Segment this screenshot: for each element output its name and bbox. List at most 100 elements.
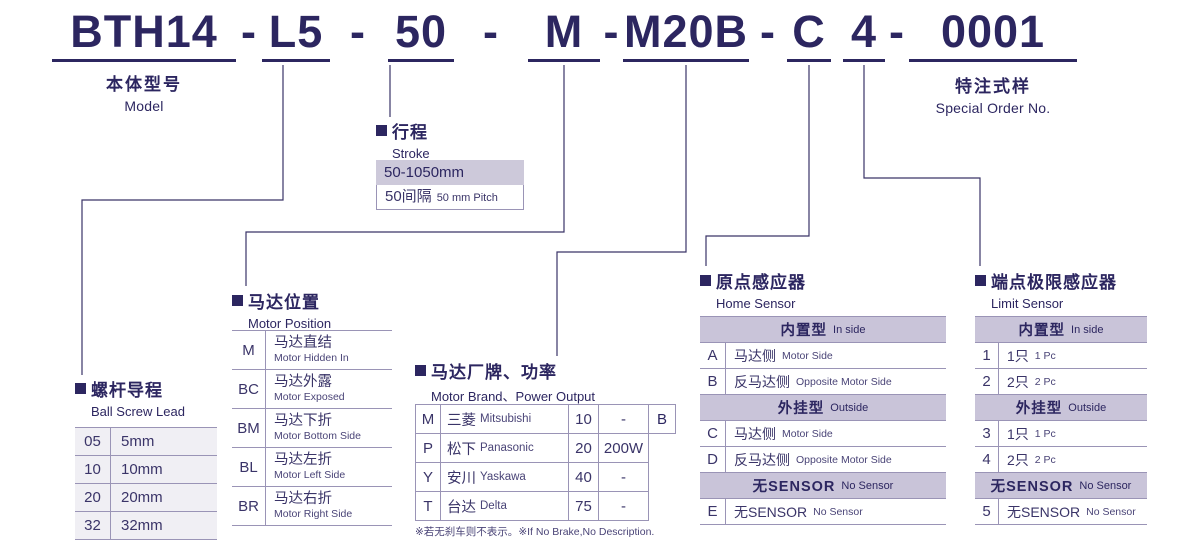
position-code: BL [232,448,266,486]
model-segment-limit-sensor: 4 [843,4,885,62]
home-sensor-title-en: Home Sensor [716,296,796,311]
lead-code: 20 [75,484,111,511]
power-value: - [599,463,649,491]
power-value: - [599,492,649,520]
bullet-square-icon [75,383,86,394]
model-code-separator: - [350,6,366,57]
position-code: BM [232,409,266,447]
position-desc-zh: 马达直结 [274,335,332,351]
bullet-square-icon [700,275,711,286]
stroke-pitch-zh: 50间隔 [385,188,432,205]
lead-value: 10mm [121,461,163,478]
table-row: 05 5mm [75,428,217,456]
brake-option-cell: B [649,404,676,434]
stroke-range: 50-1050mm [376,160,524,185]
sensor-code: C [700,421,726,446]
ball-screw-lead-title-en: Ball Screw Lead [91,404,185,419]
bullet-square-icon [232,295,243,306]
table-row: M 马达直结 Motor Hidden In [232,331,392,370]
motor-position-section-title: 马达位置 Motor Position [232,288,331,331]
motor-brand-section-title: 马达厂牌、功率 Motor Brand、Power Output [415,358,595,405]
special-order-callout-zh: 特注式样 [955,77,1031,96]
home-sensor-section-title: 原点感应器 Home Sensor [700,268,806,311]
limit-sensor-title-en: Limit Sensor [991,296,1064,311]
power-code: 40 [569,463,599,491]
position-desc-zh: 马达右折 [274,491,332,507]
power-value: - [599,405,649,433]
position-code: M [232,331,266,369]
limit-sensor-section-title: 端点极限感应器 Limit Sensor [975,268,1117,311]
position-desc: 马达下折 Motor Bottom Side [266,409,361,447]
lead-code: 05 [75,428,111,455]
power-code: 10 [569,405,599,433]
lead-value: 32mm [121,517,163,534]
motor-brand-title-zh: 马达厂牌、功率 [431,363,557,382]
power-value: 200W [599,434,649,462]
brake-note-en: ※If No Brake,No Description. [518,526,655,538]
table-row: BM 马达下折 Motor Bottom Side [232,409,392,448]
position-code: BR [232,487,266,525]
special-order-callout: 特注式样 Special Order No. [909,72,1077,116]
bullet-square-icon [376,125,387,136]
connector-motor-brand [556,65,687,356]
model-code-separator: - [760,6,776,57]
sensor-code: 3 [975,421,999,446]
position-desc-en: Motor Exposed [274,391,345,404]
model-code-separator: - [889,6,905,57]
model-segment-stroke: 50 [388,4,454,62]
position-desc-en: Motor Right Side [274,508,353,521]
ball-screw-lead-title-zh: 螺杆导程 [91,381,163,400]
brake-note: ※若无刹车则不表示。※If No Brake,No Description. [415,524,685,539]
connector-limit-sensor [863,65,981,266]
position-desc-en: Motor Bottom Side [274,430,361,443]
home-sensor-title-zh: 原点感应器 [716,273,806,292]
sensor-code: D [700,447,726,472]
sensor-code: 4 [975,447,999,472]
stroke-title-en: Stroke [392,146,430,161]
model-segment-motor-brand: M20B [623,4,749,62]
position-desc: 马达右折 Motor Right Side [266,487,352,525]
position-desc-zh: 马达外露 [274,374,332,390]
ball-screw-lead-section-title: 螺杆导程 Ball Screw Lead [75,376,185,419]
table-row: 10 10mm [75,456,217,484]
limit-sensor-title-zh: 端点极限感应器 [991,273,1117,292]
sensor-code: 2 [975,369,999,394]
sensor-code: E [700,499,726,524]
model-code-separator: - [603,6,620,57]
special-order-callout-en: Special Order No. [935,100,1051,116]
connector-motor-position [245,65,565,286]
model-callout-zh: 本体型号 [106,75,182,94]
power-code: 75 [569,492,599,520]
table-row: 20 20mm [75,484,217,512]
lead-code: 10 [75,456,111,483]
brand-code: P [415,434,441,462]
power-code: 20 [569,434,599,462]
motor-position-title-en: Motor Position [248,316,332,331]
position-desc-zh: 马达左折 [274,452,332,468]
lead-value: 5mm [121,433,155,450]
